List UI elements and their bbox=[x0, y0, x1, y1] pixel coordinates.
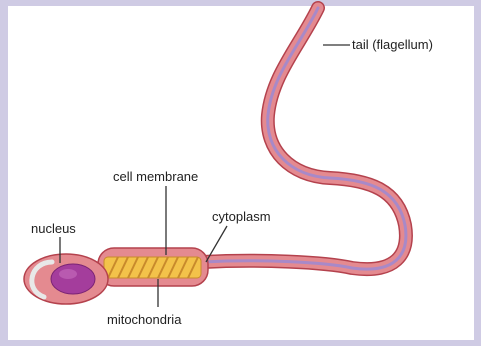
cytoplasm-label: cytoplasm bbox=[212, 209, 271, 224]
nucleus bbox=[51, 264, 95, 294]
mitochondria-label: mitochondria bbox=[107, 312, 182, 327]
nucleus-label: nucleus bbox=[31, 221, 76, 236]
tail-label: tail (flagellum) bbox=[352, 37, 433, 52]
mitochondria-spiral bbox=[104, 257, 201, 278]
cell-membrane-label: cell membrane bbox=[113, 169, 198, 184]
